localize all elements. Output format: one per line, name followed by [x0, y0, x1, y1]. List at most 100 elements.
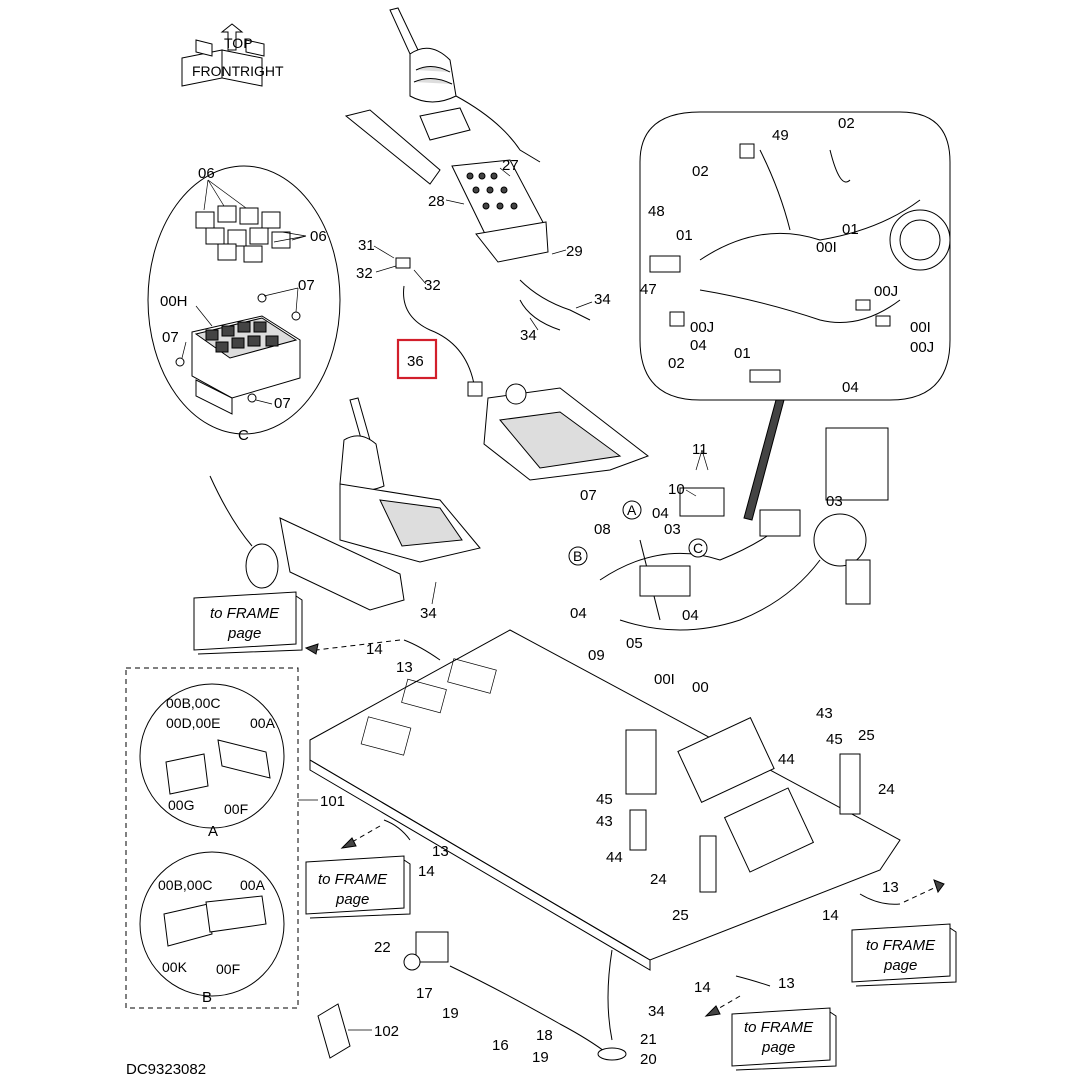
- label-24-b: 24: [650, 871, 667, 888]
- frame-ref-1-line2: page: [227, 625, 261, 642]
- label-00DE: 00D,00E: [166, 715, 220, 731]
- floor-labels: 43 25 45 44 24 45 43 44 24 25: [596, 705, 895, 924]
- label-13-b: 13: [432, 843, 449, 860]
- label-07-a: 07: [298, 277, 315, 294]
- frame-ref-2-line2: page: [335, 891, 369, 908]
- label-25-a: 25: [858, 727, 875, 744]
- label-06-top: 06: [198, 165, 215, 182]
- label-19-a: 19: [442, 1005, 459, 1022]
- frame-ref-3: to FRAME page: [851, 923, 957, 987]
- orientation-top-label: TOP: [224, 35, 253, 51]
- frame-ref-2: to FRAME page: [305, 855, 411, 919]
- detail-zoom: 49 02 02 48 01 00I 01 47 00J 04 01 00J 0…: [639, 111, 951, 521]
- label-16: 16: [492, 1037, 509, 1054]
- label-27: 27: [502, 157, 519, 174]
- part-03-horn: [813, 513, 867, 567]
- group-101: 101 00B,00C 00D,00E 00A 00G 00F A 00B,00…: [125, 667, 345, 1009]
- switch-panel-buttons: [466, 172, 518, 210]
- frame-ref-4-line1: to FRAME: [744, 1019, 814, 1036]
- detail-a-letter: A: [208, 823, 218, 840]
- label-20: 20: [640, 1051, 657, 1068]
- orientation-icon: FRONT TOP RIGHT: [181, 23, 284, 87]
- label-07-c: 07: [274, 395, 291, 412]
- detail-b-circle: [139, 851, 285, 997]
- label-01-c: 01: [734, 345, 751, 362]
- label-00BC-a: 00B,00C: [166, 695, 220, 711]
- label-44-b: 44: [606, 849, 623, 866]
- label-01-b: 01: [842, 221, 859, 238]
- part-22-valve: [415, 931, 449, 963]
- callout-c-letter: C: [693, 540, 703, 556]
- frame-ref-3-line1: to FRAME: [866, 937, 936, 954]
- label-04-a: 04: [690, 337, 707, 354]
- label-34-b: 34: [520, 327, 537, 344]
- left-console: 34: [209, 397, 481, 622]
- frame-ref-4: to FRAME page: [731, 1007, 837, 1071]
- label-04-e: 04: [682, 607, 699, 624]
- highlight-box-36: [396, 338, 438, 380]
- label-47: 47: [640, 281, 657, 298]
- label-13-c: 13: [882, 879, 899, 896]
- detail-b-letter: B: [202, 989, 212, 1006]
- label-00I: 00I: [654, 671, 675, 688]
- label-48: 48: [648, 203, 665, 220]
- zoom-labels: 49 02 02 48 01 00I 01 47 00J 04 01 00J 0…: [640, 115, 934, 396]
- label-14-a: 14: [366, 641, 383, 658]
- label-07: 07: [580, 487, 597, 504]
- part-102: [317, 1003, 351, 1059]
- label-08: 08: [594, 521, 611, 538]
- label-28: 28: [428, 193, 445, 210]
- frame-ref-1: to FRAME page: [193, 591, 303, 655]
- label-22: 22: [374, 939, 391, 956]
- label-00F-a: 00F: [224, 801, 248, 817]
- label-32-a: 32: [356, 265, 373, 282]
- controller-box: [825, 427, 889, 501]
- label-14-d: 14: [694, 979, 711, 996]
- label-00K: 00K: [162, 959, 188, 975]
- label-00H: 00H: [160, 293, 188, 310]
- label-14-b: 14: [418, 863, 435, 880]
- frame-ref-1-line1: to FRAME: [210, 605, 280, 622]
- label-18: 18: [536, 1027, 553, 1044]
- label-06-right: 06: [310, 228, 327, 245]
- bottom-parts: 22 17 19 16 34 18 19 21 20 102: [317, 931, 665, 1068]
- label-17: 17: [416, 985, 433, 1002]
- label-24-a: 24: [878, 781, 895, 798]
- label-00: 00: [692, 679, 709, 696]
- relay-cluster: [195, 205, 291, 263]
- label-32-b: 32: [424, 277, 441, 294]
- callout-a: [622, 500, 642, 520]
- ground-wires: 14 13 13 14 13 14 13 14: [304, 639, 945, 1017]
- frame-ref-3-line2: page: [883, 957, 917, 974]
- label-00J-c: 00J: [910, 339, 934, 356]
- label-43-a: 43: [816, 705, 833, 722]
- part-10: [679, 487, 725, 517]
- label-10: 10: [668, 481, 685, 498]
- label-13-a: 13: [396, 659, 413, 676]
- console-box: [483, 383, 650, 481]
- label-101: 101: [320, 793, 345, 810]
- zoom-pointer: [743, 399, 785, 521]
- frame-ref-4-line2: page: [761, 1039, 795, 1056]
- label-31: 31: [358, 237, 375, 254]
- label-36: 36: [407, 353, 424, 370]
- label-44-a: 44: [778, 751, 795, 768]
- label-04-d: 04: [570, 605, 587, 622]
- label-14-c: 14: [822, 907, 839, 924]
- label-45-b: 45: [596, 791, 613, 808]
- callout-b-letter: B: [573, 548, 582, 564]
- label-19-b: 19: [532, 1049, 549, 1066]
- label-01-a: 01: [676, 227, 693, 244]
- label-25-b: 25: [672, 907, 689, 924]
- frame-ref-2-line1: to FRAME: [318, 871, 388, 888]
- label-02-a: 02: [838, 115, 855, 132]
- label-00F-b: 00F: [216, 961, 240, 977]
- main-harness: 11 10 07 08 04 03 03 04 04 05 09 00I 00 …: [568, 427, 889, 696]
- label-00BC-b: 00B,00C: [158, 877, 212, 893]
- callout-b: [568, 546, 588, 566]
- orientation-front-label: FRONT: [192, 63, 241, 79]
- label-34-c: 34: [420, 605, 437, 622]
- label-00G: 00G: [168, 797, 194, 813]
- label-09: 09: [588, 647, 605, 664]
